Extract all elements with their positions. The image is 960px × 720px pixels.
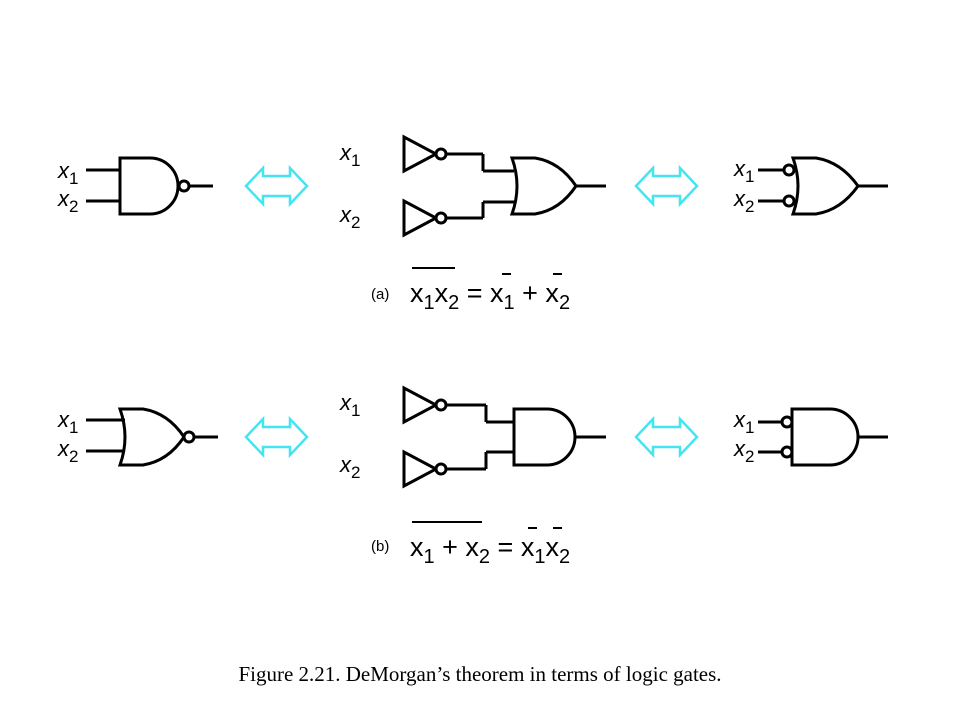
inverter-top-b [402, 385, 514, 425]
label-x2-a-mid: x2 [339, 202, 360, 232]
label-x1-b-left: x1 [57, 407, 78, 437]
equivalence-arrow-b-left [244, 415, 309, 459]
inverter-bottom-a [402, 198, 514, 238]
inverter-top-a [402, 134, 514, 174]
label-x2-b-left: x2 [57, 436, 78, 466]
nor-gate-b [86, 407, 218, 467]
equivalence-arrow-a-right [634, 164, 699, 208]
label-x2-a-right: x2 [733, 186, 754, 216]
inverter-bottom-b [402, 449, 514, 489]
figure-caption: Figure 2.21. DeMorgan’s theorem in terms… [238, 662, 722, 686]
equation-a: x1x2 = x1 + x2 [410, 278, 570, 314]
label-x1-b-mid: x1 [339, 390, 360, 420]
and-gate-inverted-inputs-b [758, 407, 888, 467]
label-x1-a-left: x1 [57, 158, 78, 188]
equivalence-arrow-b-right [634, 415, 699, 459]
equation-b: x1 + x2 = x1x2 [410, 532, 570, 568]
label-x1-b-right: x1 [733, 407, 754, 437]
nand-gate-a [86, 156, 213, 216]
and-gate-b [512, 407, 606, 467]
label-x2-b-right: x2 [733, 436, 754, 466]
label-x2-b-mid: x2 [339, 452, 360, 482]
equivalence-arrow-a-left [244, 164, 309, 208]
label-x1-a-right: x1 [733, 156, 754, 186]
label-x1-a-mid: x1 [339, 140, 360, 170]
part-label-b: (b) [371, 538, 389, 555]
or-gate-inverted-inputs-a [758, 156, 888, 216]
part-label-a: (a) [371, 286, 389, 303]
label-x2-a-left: x2 [57, 186, 78, 216]
or-gate-a [509, 156, 606, 216]
